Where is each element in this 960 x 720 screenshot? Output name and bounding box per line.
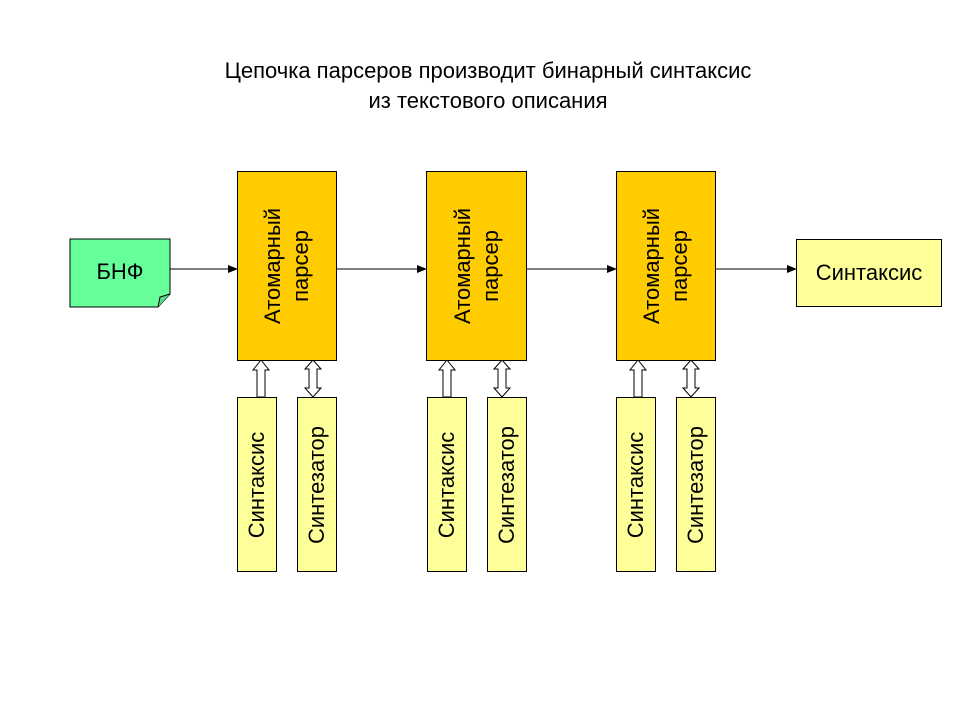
atomic-parser-3: Атомарный парсер (616, 171, 716, 361)
parser-3-label: Атомарный парсер (638, 208, 694, 324)
up-block-arrow-2 (437, 359, 457, 398)
syntax-box-1-text: Синтаксис (244, 431, 269, 538)
double-block-arrow-2 (492, 359, 512, 398)
synthesizer-box-1-text: Синтезатор (304, 425, 329, 544)
synthesizer-box-2: Синтезатор (487, 397, 527, 572)
atomic-parser-1: Атомарный парсер (237, 171, 337, 361)
synthesizer-box-3: Синтезатор (676, 397, 716, 572)
parser-2-label: Атомарный парсер (449, 208, 505, 324)
parser-2-line-1: Атомарный (449, 207, 475, 325)
syntax-box-3-text: Синтаксис (623, 431, 648, 538)
syntax-box-2-label: Синтаксис (433, 431, 461, 538)
double-block-arrow-1 (303, 359, 323, 398)
up-block-arrow-3 (628, 359, 648, 398)
up-block-arrow-1 (251, 359, 271, 398)
synthesizer-box-2-text: Синтезатор (494, 425, 519, 544)
output-syntax-label: Синтаксис (797, 240, 941, 306)
parser-1-line-1: Атомарный (260, 207, 285, 325)
title-line-1: Цепочка парсеров производит бинарный син… (224, 58, 752, 83)
syntax-box-1: Синтаксис (237, 397, 277, 572)
parser-1-line-2: парсер (288, 230, 313, 302)
synthesizer-box-2-label: Синтезатор (493, 425, 521, 543)
synthesizer-box-1: Синтезатор (297, 397, 337, 572)
synthesizer-box-1-label: Синтезатор (303, 425, 331, 543)
synthesizer-box-3-label: Синтезатор (682, 425, 710, 543)
syntax-box-2-text: Синтаксис (434, 431, 459, 538)
diagram-title: Цепочка парсеров производит бинарный син… (0, 56, 960, 116)
bnf-document-fold (157, 293, 171, 308)
double-block-arrow-3 (681, 359, 701, 398)
parser-2-line-2: парсер (477, 230, 503, 302)
syntax-box-3: Синтаксис (616, 397, 656, 572)
syntax-box-1-label: Синтаксис (243, 431, 271, 538)
bnf-label: БНФ (70, 239, 170, 305)
output-syntax-text: Синтаксис (815, 260, 923, 285)
parser-3-line-2: парсер (667, 230, 692, 302)
parser-1-label: Атомарный парсер (259, 208, 315, 324)
parser-3-line-1: Атомарный (639, 207, 664, 325)
output-syntax-box: Синтаксис (796, 239, 942, 307)
bnf-text: БНФ (96, 259, 144, 284)
synthesizer-box-3-text: Синтезатор (683, 425, 708, 544)
atomic-parser-2: Атомарный парсер (426, 171, 527, 361)
syntax-box-3-label: Синтаксис (622, 431, 650, 538)
title-line-2: из текстового описания (368, 88, 608, 113)
syntax-box-2: Синтаксис (427, 397, 467, 572)
